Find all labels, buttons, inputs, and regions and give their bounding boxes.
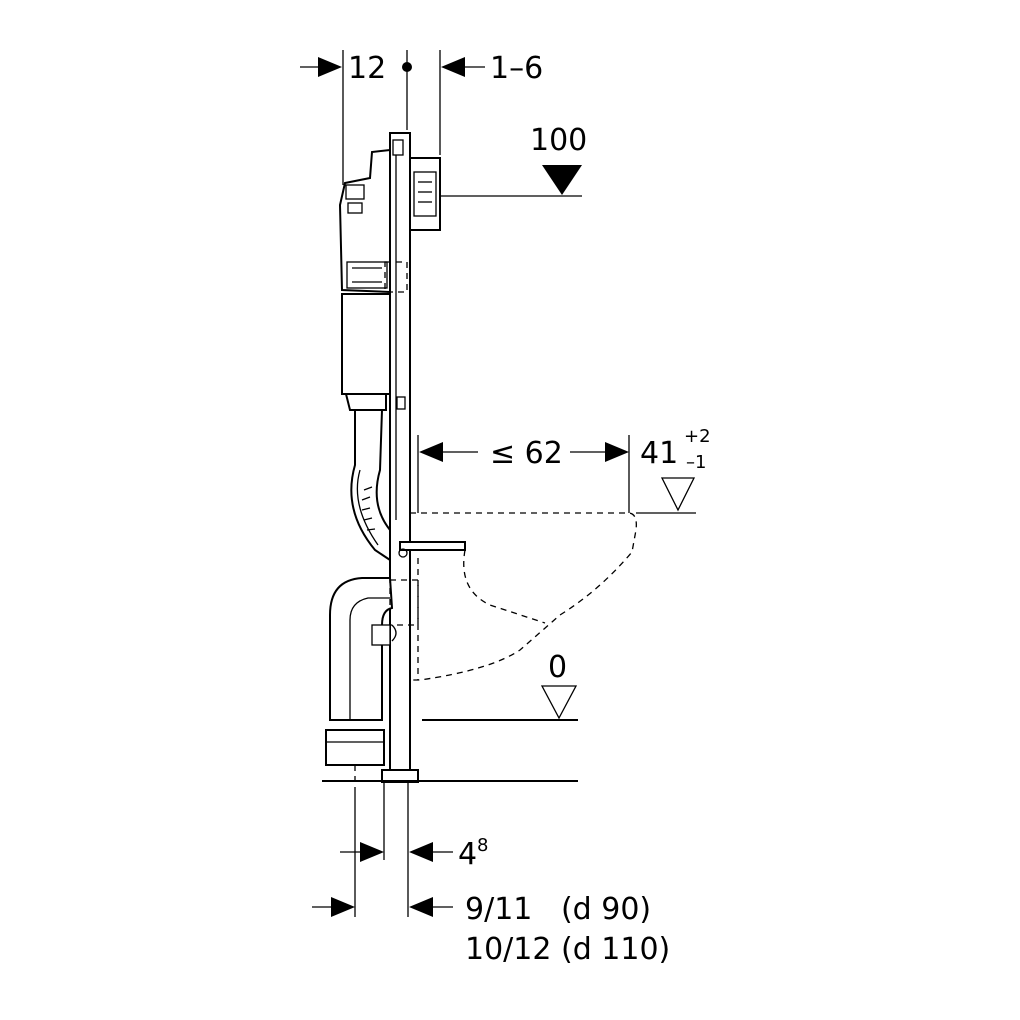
finished-floor: 0 [322, 650, 578, 782]
projection-dimension: ≤ 62 [417, 435, 630, 513]
drain-elbow [325, 577, 394, 790]
dim-9-11: 9/11 (d 90) [465, 892, 651, 927]
seat-height-marker: 41 +2 –1 [636, 426, 711, 514]
dim-41: 41 [640, 436, 678, 471]
flush-plate [409, 157, 441, 231]
drain-fitting [389, 541, 466, 642]
dim-10-12: 10/12 (d 110) [465, 932, 670, 967]
dim-1-6: 1–6 [490, 51, 543, 86]
dim-12: 12 [348, 51, 386, 86]
wc-bowl [410, 512, 637, 681]
bottom-dimensions: 4 8 9/11 (d 90) 10/12 (d 110) [312, 782, 670, 967]
dim-62: ≤ 62 [490, 436, 563, 471]
dim-4-sup: 8 [477, 835, 488, 856]
top-dimension: 12 1–6 [300, 50, 543, 185]
dim-0: 0 [548, 650, 567, 685]
flush-height-marker: 100 [440, 123, 587, 197]
dim-100: 100 [530, 123, 587, 158]
dim-41-minus: –1 [686, 452, 706, 473]
dim-4: 4 [458, 837, 477, 872]
installation-frame [381, 132, 419, 783]
cistern [338, 148, 408, 411]
flush-pipe [350, 409, 391, 562]
dim-41-plus: +2 [684, 426, 711, 447]
